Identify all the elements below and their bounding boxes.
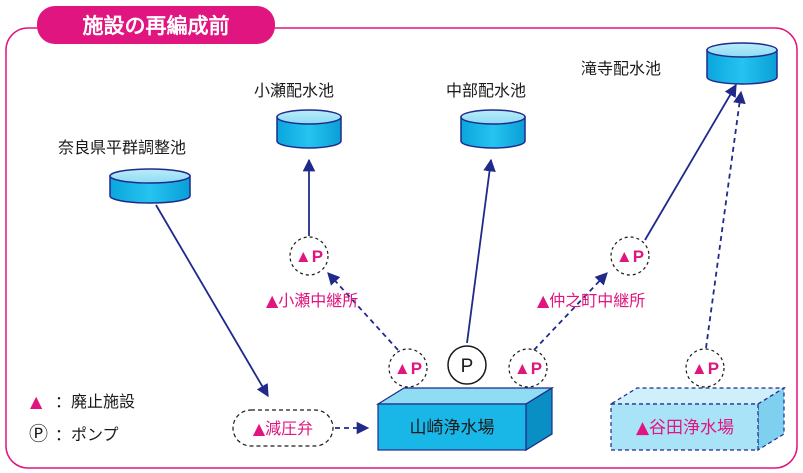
plant-tanida: ▲谷田浄水場 (608, 386, 787, 452)
svg-text:▲P: ▲P (394, 359, 422, 378)
legend-pump-text: ：ポンプ (55, 425, 119, 444)
flow-plant-to-kose-relay (327, 272, 399, 351)
reservoir-nara-label: 奈良県平群調整池 (58, 138, 186, 157)
legend-abolished-symbol: ▲ (30, 392, 43, 411)
reservoir-kose (276, 109, 342, 149)
svg-text:P: P (461, 356, 474, 377)
flow-nara-to-valve (155, 204, 269, 398)
svg-text:▲P: ▲P (691, 359, 719, 378)
flow-pump-to-chubu (466, 158, 496, 344)
pump-active: P (447, 345, 487, 385)
reservoir-nara (109, 168, 191, 204)
relay-nakanocho-label: ▲仲之町中継所 (537, 291, 645, 310)
flow-nakanocho-to-takidera (644, 83, 737, 241)
pump-plant-left: ▲P (388, 348, 428, 388)
reservoir-takidera-label: 滝寺配水池 (581, 59, 661, 78)
svg-text:▲P: ▲P (616, 247, 644, 266)
legend: ▲ ：廃止施設 Ⓟ ：ポンプ (29, 392, 135, 445)
plant-yamazaki-label: 山崎浄水場 (410, 418, 495, 438)
pump-nakanocho: ▲P (610, 236, 650, 276)
relay-kose-label: ▲小瀬中継所 (266, 291, 358, 310)
svg-text:▲P: ▲P (514, 359, 542, 378)
flow-tanida-to-takidera (705, 90, 746, 349)
svg-text:▲減圧弁: ▲減圧弁 (253, 419, 313, 438)
pump-tanida: ▲P (685, 348, 725, 388)
reservoir-kose-label: 小瀬配水池 (254, 81, 334, 100)
pump-kose: ▲P (289, 236, 329, 276)
legend-abolished-text: ：廃止施設 (55, 392, 135, 411)
title-text: 施設の再編成前 (83, 14, 230, 38)
pressure-valve: ▲減圧弁 (232, 409, 334, 447)
flow-plant-to-nakanocho-relay (533, 272, 608, 351)
legend-pump-symbol: Ⓟ (29, 423, 48, 445)
outer-frame (5, 27, 798, 469)
pump-plant-right: ▲P (508, 348, 548, 388)
reservoir-chubu (460, 109, 526, 149)
reservoir-chubu-label: 中部配水池 (446, 81, 526, 100)
title-tab: 施設の再編成前 (37, 6, 275, 44)
svg-text:▲P: ▲P (295, 247, 323, 266)
plant-yamazaki: 山崎浄水場 (375, 386, 555, 452)
reservoir-takidera (706, 42, 778, 85)
plant-tanida-label: ▲谷田浄水場 (636, 418, 734, 438)
